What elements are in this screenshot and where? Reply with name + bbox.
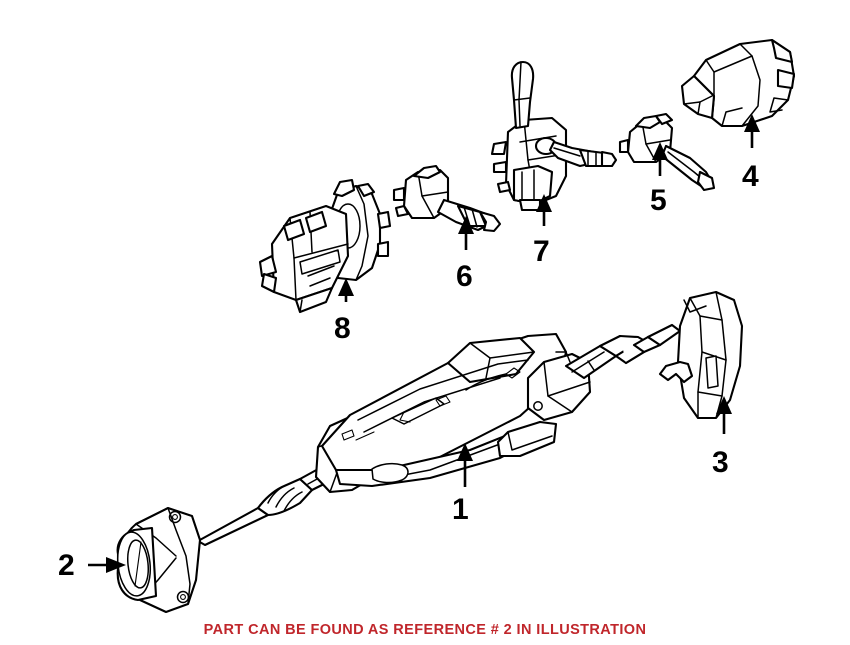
callout-arrow-4 xyxy=(744,114,760,148)
reference-caption: PART CAN BE FOUND AS REFERENCE # 2 IN IL… xyxy=(203,622,647,638)
callout-arrow-2 xyxy=(88,557,126,573)
callout-arrow-5 xyxy=(652,142,668,176)
callout-label-7: 7 xyxy=(533,235,550,268)
callout-label-2: 2 xyxy=(58,549,75,582)
callout-label-5: 5 xyxy=(650,184,667,217)
part-5-switch-stalk-small xyxy=(618,112,716,192)
callout-label-8: 8 xyxy=(334,312,351,345)
part-2-column-bearing-flange xyxy=(116,506,202,614)
callout-label-4: 4 xyxy=(742,160,759,193)
part-6-wiper-switch-stalk xyxy=(392,164,502,233)
callout-arrow-1 xyxy=(457,443,473,487)
part-8-ignition-lock-module xyxy=(258,178,392,314)
callout-arrow-8 xyxy=(338,278,354,302)
part-7-combination-switch xyxy=(490,60,618,212)
callout-arrow-6 xyxy=(458,216,474,250)
callout-label-6: 6 xyxy=(456,260,473,293)
callout-label-1: 1 xyxy=(452,493,469,526)
part-1-steering-column-housing xyxy=(196,323,682,547)
callout-arrow-3 xyxy=(716,396,732,434)
callout-label-3: 3 xyxy=(712,446,729,479)
part-3-column-shroud-cover xyxy=(658,290,744,420)
callout-arrow-7 xyxy=(536,194,552,226)
part-4-upper-column-cover xyxy=(680,38,796,128)
